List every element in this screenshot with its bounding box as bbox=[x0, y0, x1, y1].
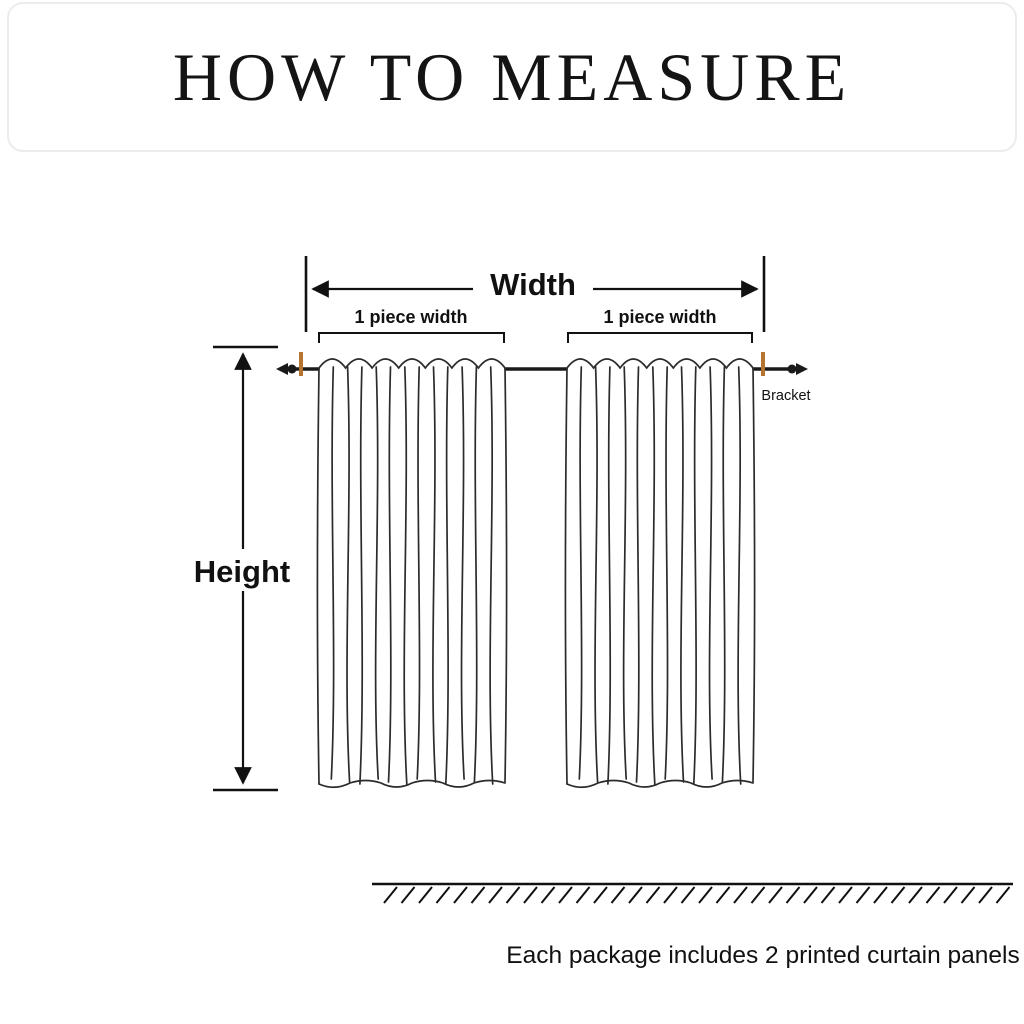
curtain-panel-right bbox=[564, 358, 756, 789]
bracket-left-tick bbox=[299, 352, 303, 376]
title-card: HOW TO MEASURE bbox=[7, 2, 1017, 152]
rod-finial-right bbox=[787, 363, 808, 375]
bracket-right-tick bbox=[761, 352, 765, 376]
piece-width-right-group: 1 piece width bbox=[567, 307, 753, 343]
width-label: Width bbox=[490, 267, 576, 302]
width-measure-group: Width bbox=[304, 256, 766, 332]
height-label: Height bbox=[194, 554, 290, 589]
curtain-panel-left bbox=[316, 358, 508, 789]
bracket-label: Bracket bbox=[761, 388, 810, 404]
width-label-bg bbox=[473, 264, 593, 304]
height-measure-group: Height bbox=[184, 345, 300, 792]
page-title: HOW TO MEASURE bbox=[172, 38, 852, 115]
piece-width-left-label: 1 piece width bbox=[354, 307, 467, 327]
piece-width-right-bracket bbox=[567, 332, 753, 343]
height-label-bg bbox=[184, 549, 300, 591]
piece-width-left-bracket bbox=[318, 332, 505, 343]
rod-finial-left bbox=[276, 363, 297, 375]
curtain-rod bbox=[276, 363, 808, 375]
ground-hatching bbox=[383, 886, 1011, 904]
package-note: Each package includes 2 printed curtain … bbox=[506, 942, 1019, 969]
piece-width-right-label: 1 piece width bbox=[603, 307, 716, 327]
ground-group bbox=[372, 882, 1013, 904]
piece-width-left-group: 1 piece width bbox=[318, 307, 505, 343]
